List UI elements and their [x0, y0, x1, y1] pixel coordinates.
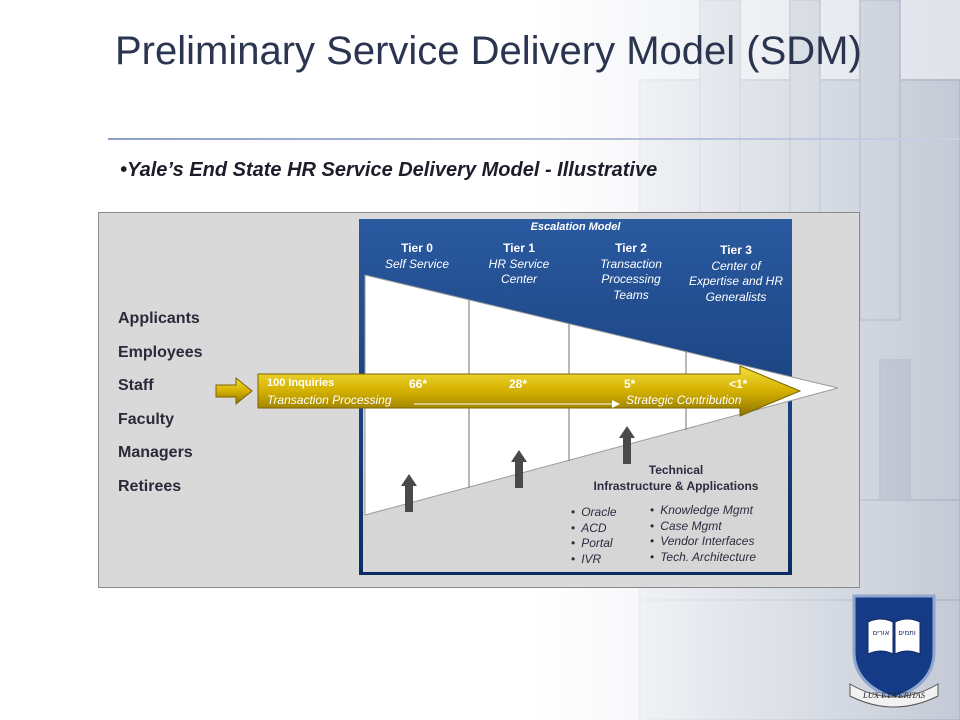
user-groups-list: Applicants Employees Staff Faculty Manag… — [118, 308, 202, 510]
list-item: Portal — [571, 536, 617, 552]
applications-list: Oracle ACD Portal IVR — [571, 505, 617, 568]
tier-2-share: 5* — [624, 377, 636, 391]
list-item: Oracle — [571, 505, 616, 521]
infrastructure-list: Knowledge Mgmt Case Mgmt Vendor Interfac… — [650, 503, 756, 565]
list-item: Tech. Architecture — [650, 550, 756, 566]
user-group: Faculty — [118, 410, 175, 428]
list-item: ACD — [571, 521, 617, 537]
user-group: Managers — [118, 444, 193, 462]
list-item: Vendor Interfaces — [650, 534, 756, 550]
tier-1-share: 28* — [509, 377, 528, 391]
technical-infrastructure-title: Technical Infrastructure & Applications — [593, 463, 759, 493]
page-subtitle: •Yale’s End State HR Service Delivery Mo… — [120, 159, 658, 181]
tier-0-share: 66* — [409, 377, 428, 391]
escalation-model-title: Escalation Model — [530, 221, 621, 233]
crest-motto: LUX ET VERITAS — [862, 690, 926, 700]
title-divider — [108, 138, 960, 140]
inquiries-label: 100 Inquiries — [267, 377, 335, 389]
input-arrow — [215, 376, 253, 406]
transaction-processing-label: Transaction Processing — [267, 393, 392, 407]
strategic-contribution-label: Strategic Contribution — [626, 393, 742, 407]
list-item: Case Mgmt — [650, 519, 756, 535]
crest-book-text: אורים — [873, 629, 890, 637]
user-group: Applicants — [118, 310, 200, 327]
user-group: Employees — [118, 343, 203, 361]
inquiry-arrow — [257, 365, 802, 417]
list-item: IVR — [571, 552, 617, 568]
escalation-up-arrows — [401, 426, 635, 512]
user-group: Retirees — [118, 477, 182, 495]
yale-crest-icon: אורים ותמים LUX ET VERITAS — [849, 594, 939, 708]
crest-book-text: ותמים — [898, 629, 916, 637]
page-title: Preliminary Service Delivery Model (SDM) — [115, 29, 862, 73]
user-group: Staff — [118, 377, 154, 395]
list-item: Knowledge Mgmt — [650, 503, 756, 519]
tier-3-share: <1* — [729, 377, 748, 391]
